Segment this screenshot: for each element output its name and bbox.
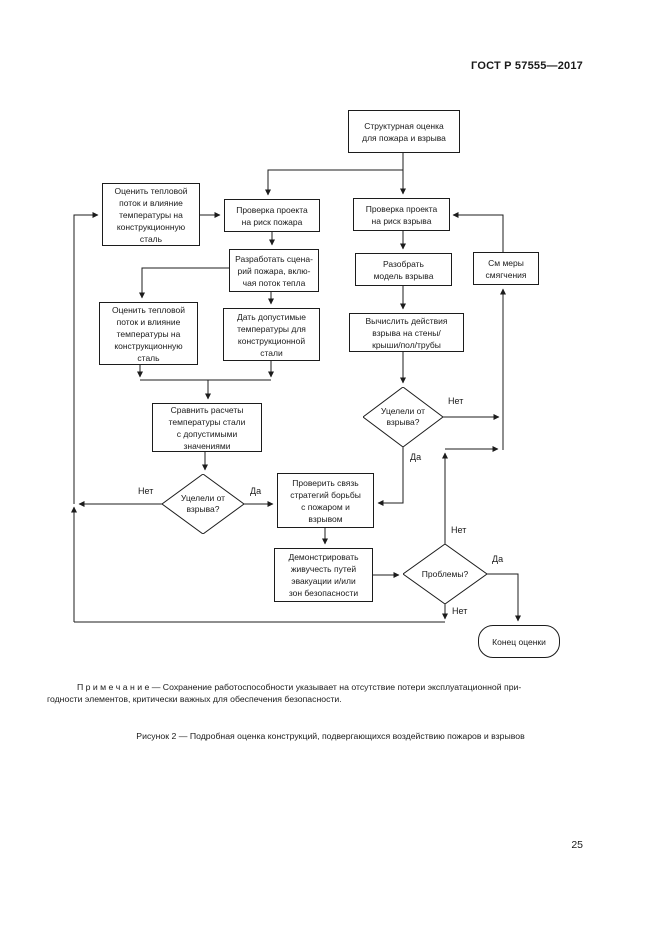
flowchart-node-end: Конец оценки <box>478 625 560 658</box>
edge-label-yes-survived-left: Да <box>249 486 263 496</box>
node-label: Проверка проекта на риск пожара <box>236 204 308 227</box>
note-paragraph: П р и м е ч а н и е — Сохранение работос… <box>47 682 522 704</box>
node-label: См меры смягчения <box>485 257 527 280</box>
flowchart-node-check-explosion: Проверка проекта на риск взрыва <box>353 198 450 231</box>
node-label: Вычислить действия взрыва на стены/ крыш… <box>365 315 448 350</box>
diamond-shape <box>403 544 487 604</box>
page-number: 25 <box>571 839 583 851</box>
decision-label: Уцелели от взрыва? <box>180 493 226 514</box>
flowchart-node-compare: Сравнить расчеты температуры стали с доп… <box>152 403 262 452</box>
flowchart-node-fire-scenario: Разработать сцена- рий пожара, вклю- чая… <box>229 249 319 292</box>
node-label: Дать допустимые температуры для конструк… <box>237 311 306 358</box>
edge-label-yes-survived-right: Да <box>409 452 423 462</box>
diamond-shape <box>162 474 244 534</box>
node-label: Оценить тепловой поток и влияние темпера… <box>111 304 186 363</box>
flowchart-node-check-link: Проверить связь стратегий борьбы с пожар… <box>277 473 374 528</box>
node-label: Разобрать модель взрыва <box>373 258 434 281</box>
flowchart-decision-problems: Проблемы? <box>403 544 487 604</box>
node-label: Демонстрировать живучесть путей эвакуаци… <box>288 552 359 598</box>
edge-label-no-survived-right: Нет <box>447 396 465 406</box>
flowchart-node-allowable-temp: Дать допустимые температуры для конструк… <box>223 308 320 361</box>
node-label: Проверить связь стратегий борьбы с пожар… <box>290 477 361 524</box>
node-label: Оценить тепловой поток и влияние темпера… <box>114 185 188 244</box>
document-header: ГОСТ Р 57555—2017 <box>471 60 583 72</box>
flowchart-node-eval-heat-top: Оценить тепловой поток и влияние темпера… <box>102 183 200 246</box>
decision-label: Уцелели от взрыва? <box>380 406 426 427</box>
flowchart-decision-survived-right: Уцелели от взрыва? <box>363 387 443 447</box>
flowchart-node-mitigation: См меры смягчения <box>473 252 539 285</box>
node-label: Сравнить расчеты температуры стали с доп… <box>168 404 246 451</box>
flowchart-node-explosion-model: Разобрать модель взрыва <box>355 253 452 286</box>
flowchart-decision-survived-left: Уцелели от взрыва? <box>162 474 244 534</box>
edge-label-no-survived-left: Нет <box>137 486 155 496</box>
node-label: Конец оценки <box>492 636 546 647</box>
node-label: Разработать сцена- рий пожара, вклю- чая… <box>235 253 313 288</box>
flowchart-node-demonstrate: Демонстрировать живучесть путей эвакуаци… <box>274 548 373 602</box>
diamond-shape <box>363 387 443 447</box>
edge-label-yes-problems: Да <box>491 554 505 564</box>
figure-caption: Рисунок 2 — Подробная оценка конструкций… <box>136 731 525 741</box>
decision-label: Проблемы? <box>421 568 469 579</box>
flowchart-node-start: Структурная оценка для пожара и взрыва <box>348 110 460 153</box>
edge-label-no-problems-bottom: Нет <box>451 606 469 616</box>
flowchart-node-eval-heat-mid: Оценить тепловой поток и влияние темпера… <box>99 302 198 365</box>
node-label: Структурная оценка для пожара и взрыва <box>362 120 446 143</box>
node-label: Проверка проекта на риск взрыва <box>365 203 438 226</box>
flowchart-node-calc-explosion: Вычислить действия взрыва на стены/ крыш… <box>349 313 464 352</box>
flowchart-node-check-fire: Проверка проекта на риск пожара <box>224 199 320 232</box>
edge-label-no-problems-top: Нет <box>450 525 468 535</box>
